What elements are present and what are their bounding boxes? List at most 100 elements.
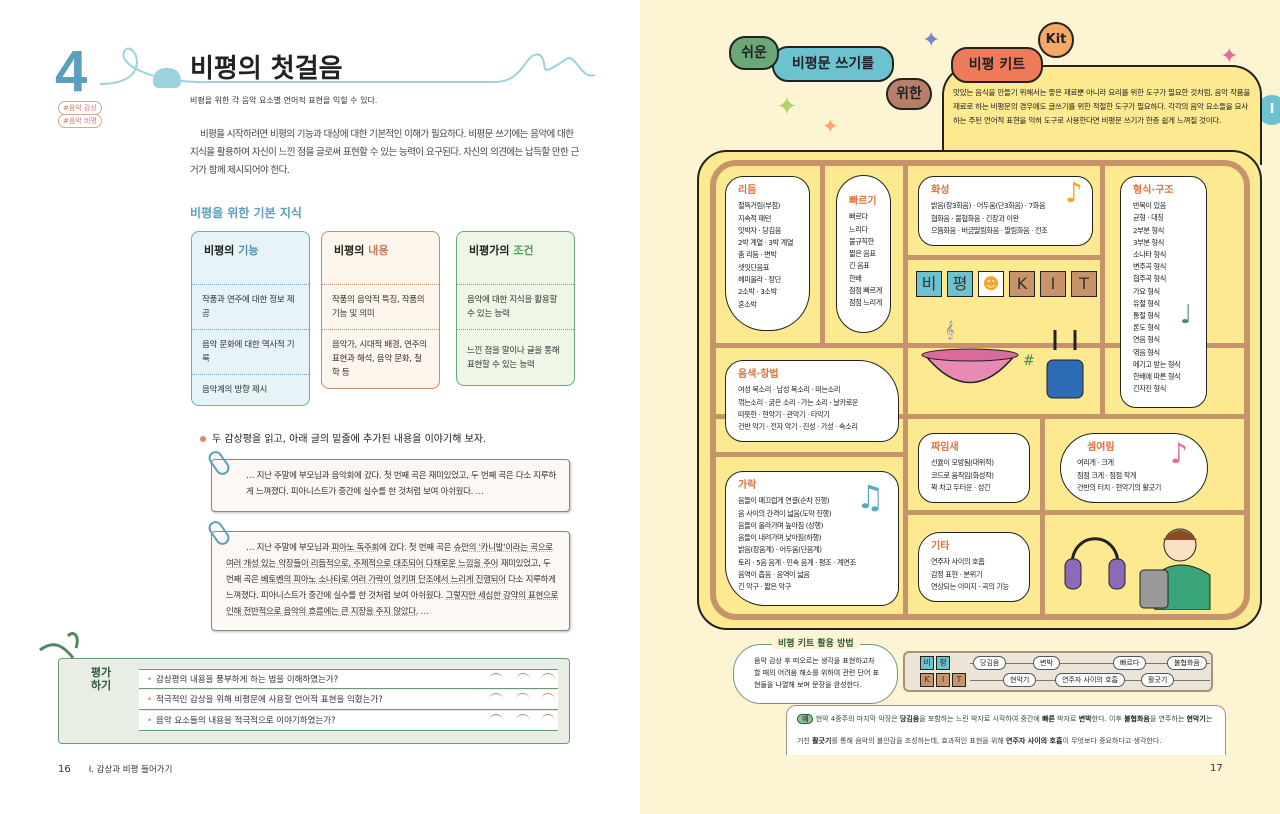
card-item: 유절 형식 [1133, 298, 1160, 308]
card-item: 균형 · 대칭 [1133, 213, 1164, 223]
card-item: 점점 빠르게 [849, 286, 882, 296]
tag-music-criticism[interactable]: #음악 비평 [58, 114, 102, 128]
kit-letter-t: T [1071, 271, 1097, 297]
happy-face-icon[interactable] [489, 673, 503, 687]
strip-line [970, 663, 1210, 664]
sticker-easy: 쉬운 [729, 36, 779, 70]
card-item: 따뜻한 · 현악기 · 관악기 · 타악기 [738, 409, 830, 419]
sparkle-icon: ✦ [922, 28, 941, 53]
card-item: 건반 악기 · 전자 악기 · 진성 · 가성 · 속소리 [738, 422, 858, 432]
eighth-note-icon: ♪ [1065, 176, 1083, 209]
girl-writing-illustration [1139, 528, 1211, 610]
sticker-kit: Kit [1038, 22, 1074, 58]
review-quote-2: … 지난 주말에 부모님과 피아노 독주회에 갔다. 첫 번째 곡은 슈만의 '… [211, 531, 570, 631]
frame-divider [714, 414, 1246, 419]
card-item: 코드로 움직임(화성적) [931, 470, 994, 480]
card-item: 론도 형식 [1133, 323, 1160, 333]
knowledge-box-content: 비평의 내용 작품의 음악적 특징, 작품의 기능 및 의미 음악가, 시대적 … [321, 231, 440, 389]
tag-music-appreciation[interactable]: #음악 감상 [58, 101, 102, 115]
kit-word-strip: 비 평 K I T 당김음 변박 빠르다 불협화음 현악기 연주자 사이의 호흡… [903, 651, 1213, 692]
svg-text:#: # [1023, 353, 1035, 369]
sad-face-icon[interactable] [541, 693, 555, 707]
card-item: 3부분 형식 [1133, 237, 1164, 247]
word-pill: 불협화음 [1167, 656, 1207, 670]
kit-letter-pyeong: 평 [947, 271, 973, 297]
thumbs-up-icon [39, 632, 79, 659]
section-subtitle: 비평을 위한 기본 지식 [190, 206, 302, 220]
card-item: 빠르다 [849, 212, 868, 222]
frame-divider [1100, 164, 1105, 414]
word-pill: 빠르다 [1113, 656, 1147, 670]
card-item: 엮음 형식 [1133, 347, 1160, 357]
kit-letter-bi: 비 [916, 271, 942, 297]
box-title: 비평가의 조건 [469, 244, 534, 257]
card-item: 음역이 좁음 · 음역이 넓음 [738, 570, 810, 580]
card-item: 가요 형식 [1133, 286, 1160, 296]
sad-face-icon[interactable] [541, 673, 555, 687]
card-item: 긴자진 형식 [1133, 384, 1166, 394]
page-title: 비평의 첫걸음 [190, 54, 343, 84]
cooking-pot-illustration: 𝄞# [921, 320, 1084, 399]
learning-goal: 비평을 위한 각 음악 요소별 언어적 표현을 익힐 수 있다. [190, 96, 378, 105]
word-pill: 연주자 사이의 호흡 [1055, 673, 1125, 687]
card-item: 점점 느리게 [849, 298, 882, 308]
howto-title: 비평 키트 활용 방법 [772, 636, 860, 649]
card-item: 음 사이의 간격이 넓음(도약 진행) [738, 508, 832, 518]
kit-letter: 평 [936, 656, 950, 670]
example-badge: 예 [797, 714, 814, 724]
card-item: 감정 표현 · 분위기 [931, 569, 983, 579]
card-item: 협화음 · 불협화음 · 긴장과 이완 [931, 213, 1019, 223]
left-page: 4 비평의 첫걸음 비평을 위한 각 음악 요소별 언어적 표현을 익힐 수 있… [0, 0, 640, 814]
card-item: 건반의 터치 · 현악기의 활긋기 [1077, 482, 1161, 492]
card-item: 변주곡 형식 [1133, 262, 1166, 272]
card-item: 2박 계열 · 3박 계열 [738, 238, 794, 248]
sixteenth-note-icon: ♪ [1170, 437, 1188, 470]
card-item: 혼소박 [738, 299, 757, 309]
card-item: 협주곡 형식 [1133, 274, 1166, 284]
kit-description: 맛있는 음식을 만들기 위해서는 좋은 재료뿐 아니라 요리를 위한 도구가 필… [953, 88, 1251, 125]
frame-divider [820, 164, 825, 344]
review-quote-1: … 지난 주말에 부모님과 음악회에 갔다. 첫 번째 곡은 재미있었고, 두 … [211, 459, 570, 512]
happy-face-icon[interactable] [489, 714, 503, 728]
chapter-side-tab[interactable]: I [1257, 95, 1280, 125]
card-item: 지속적 패턴 [738, 213, 771, 223]
neutral-face-icon[interactable] [516, 714, 530, 728]
card-item: 밝음(장음계) · 어두움(단음계) [738, 545, 822, 555]
card-item: 느리다 [849, 224, 868, 234]
card-item: 한배 [849, 273, 862, 283]
card-item: 긴 악구 · 짧은 악구 [738, 582, 791, 592]
quarter-note-icon: ♩ [1180, 300, 1193, 330]
headphones-icon [1064, 537, 1126, 590]
sparkle-icon: ✦ [822, 114, 839, 138]
card-item: 여리게 · 크게 [1077, 458, 1114, 468]
kit-letter-k: K [1009, 271, 1035, 297]
frame-divider [1040, 414, 1045, 616]
card-item: 불규칙한 [849, 236, 874, 246]
sad-face-icon[interactable] [541, 714, 555, 728]
mascot-icon [153, 68, 181, 88]
card-item: 으뜸화음 · 버금딸림화음 · 딸림화음 · 전조 [931, 225, 1048, 235]
box-title: 비평의 기능 [204, 244, 259, 257]
kit-letter: I [936, 673, 950, 687]
neutral-face-icon[interactable] [516, 693, 530, 707]
card-item: 메기고 받는 형식 [1133, 359, 1181, 369]
card-item: 꺾는소리 · 굵은 소리 · 가는 소리 · 날카로운 [738, 397, 859, 407]
kit-letter: T [952, 673, 966, 687]
card-item: 연주자 사이의 호흡 [931, 557, 985, 567]
card-item: 짧은 음표 [849, 249, 876, 259]
card-item: 헤미올라 · 장단 [738, 275, 781, 285]
happy-face-icon[interactable] [489, 693, 503, 707]
frame-divider [714, 452, 904, 457]
card-item: 춤 리듬 · 변박 [738, 250, 777, 260]
neutral-face-icon[interactable] [516, 673, 530, 687]
frame-divider [903, 255, 1101, 260]
intro-paragraph: 비평을 시작하려면 비평의 기능과 대상에 대한 기본적인 이해가 필요하다. … [190, 129, 579, 176]
box-cell: 작품과 연주에 대한 정보 제공 [192, 284, 309, 329]
frame-divider [714, 343, 1246, 348]
word-pill: 당김음 [973, 656, 1007, 670]
card-item: 음들이 매끄럽게 연결(순차 진행) [738, 496, 830, 506]
